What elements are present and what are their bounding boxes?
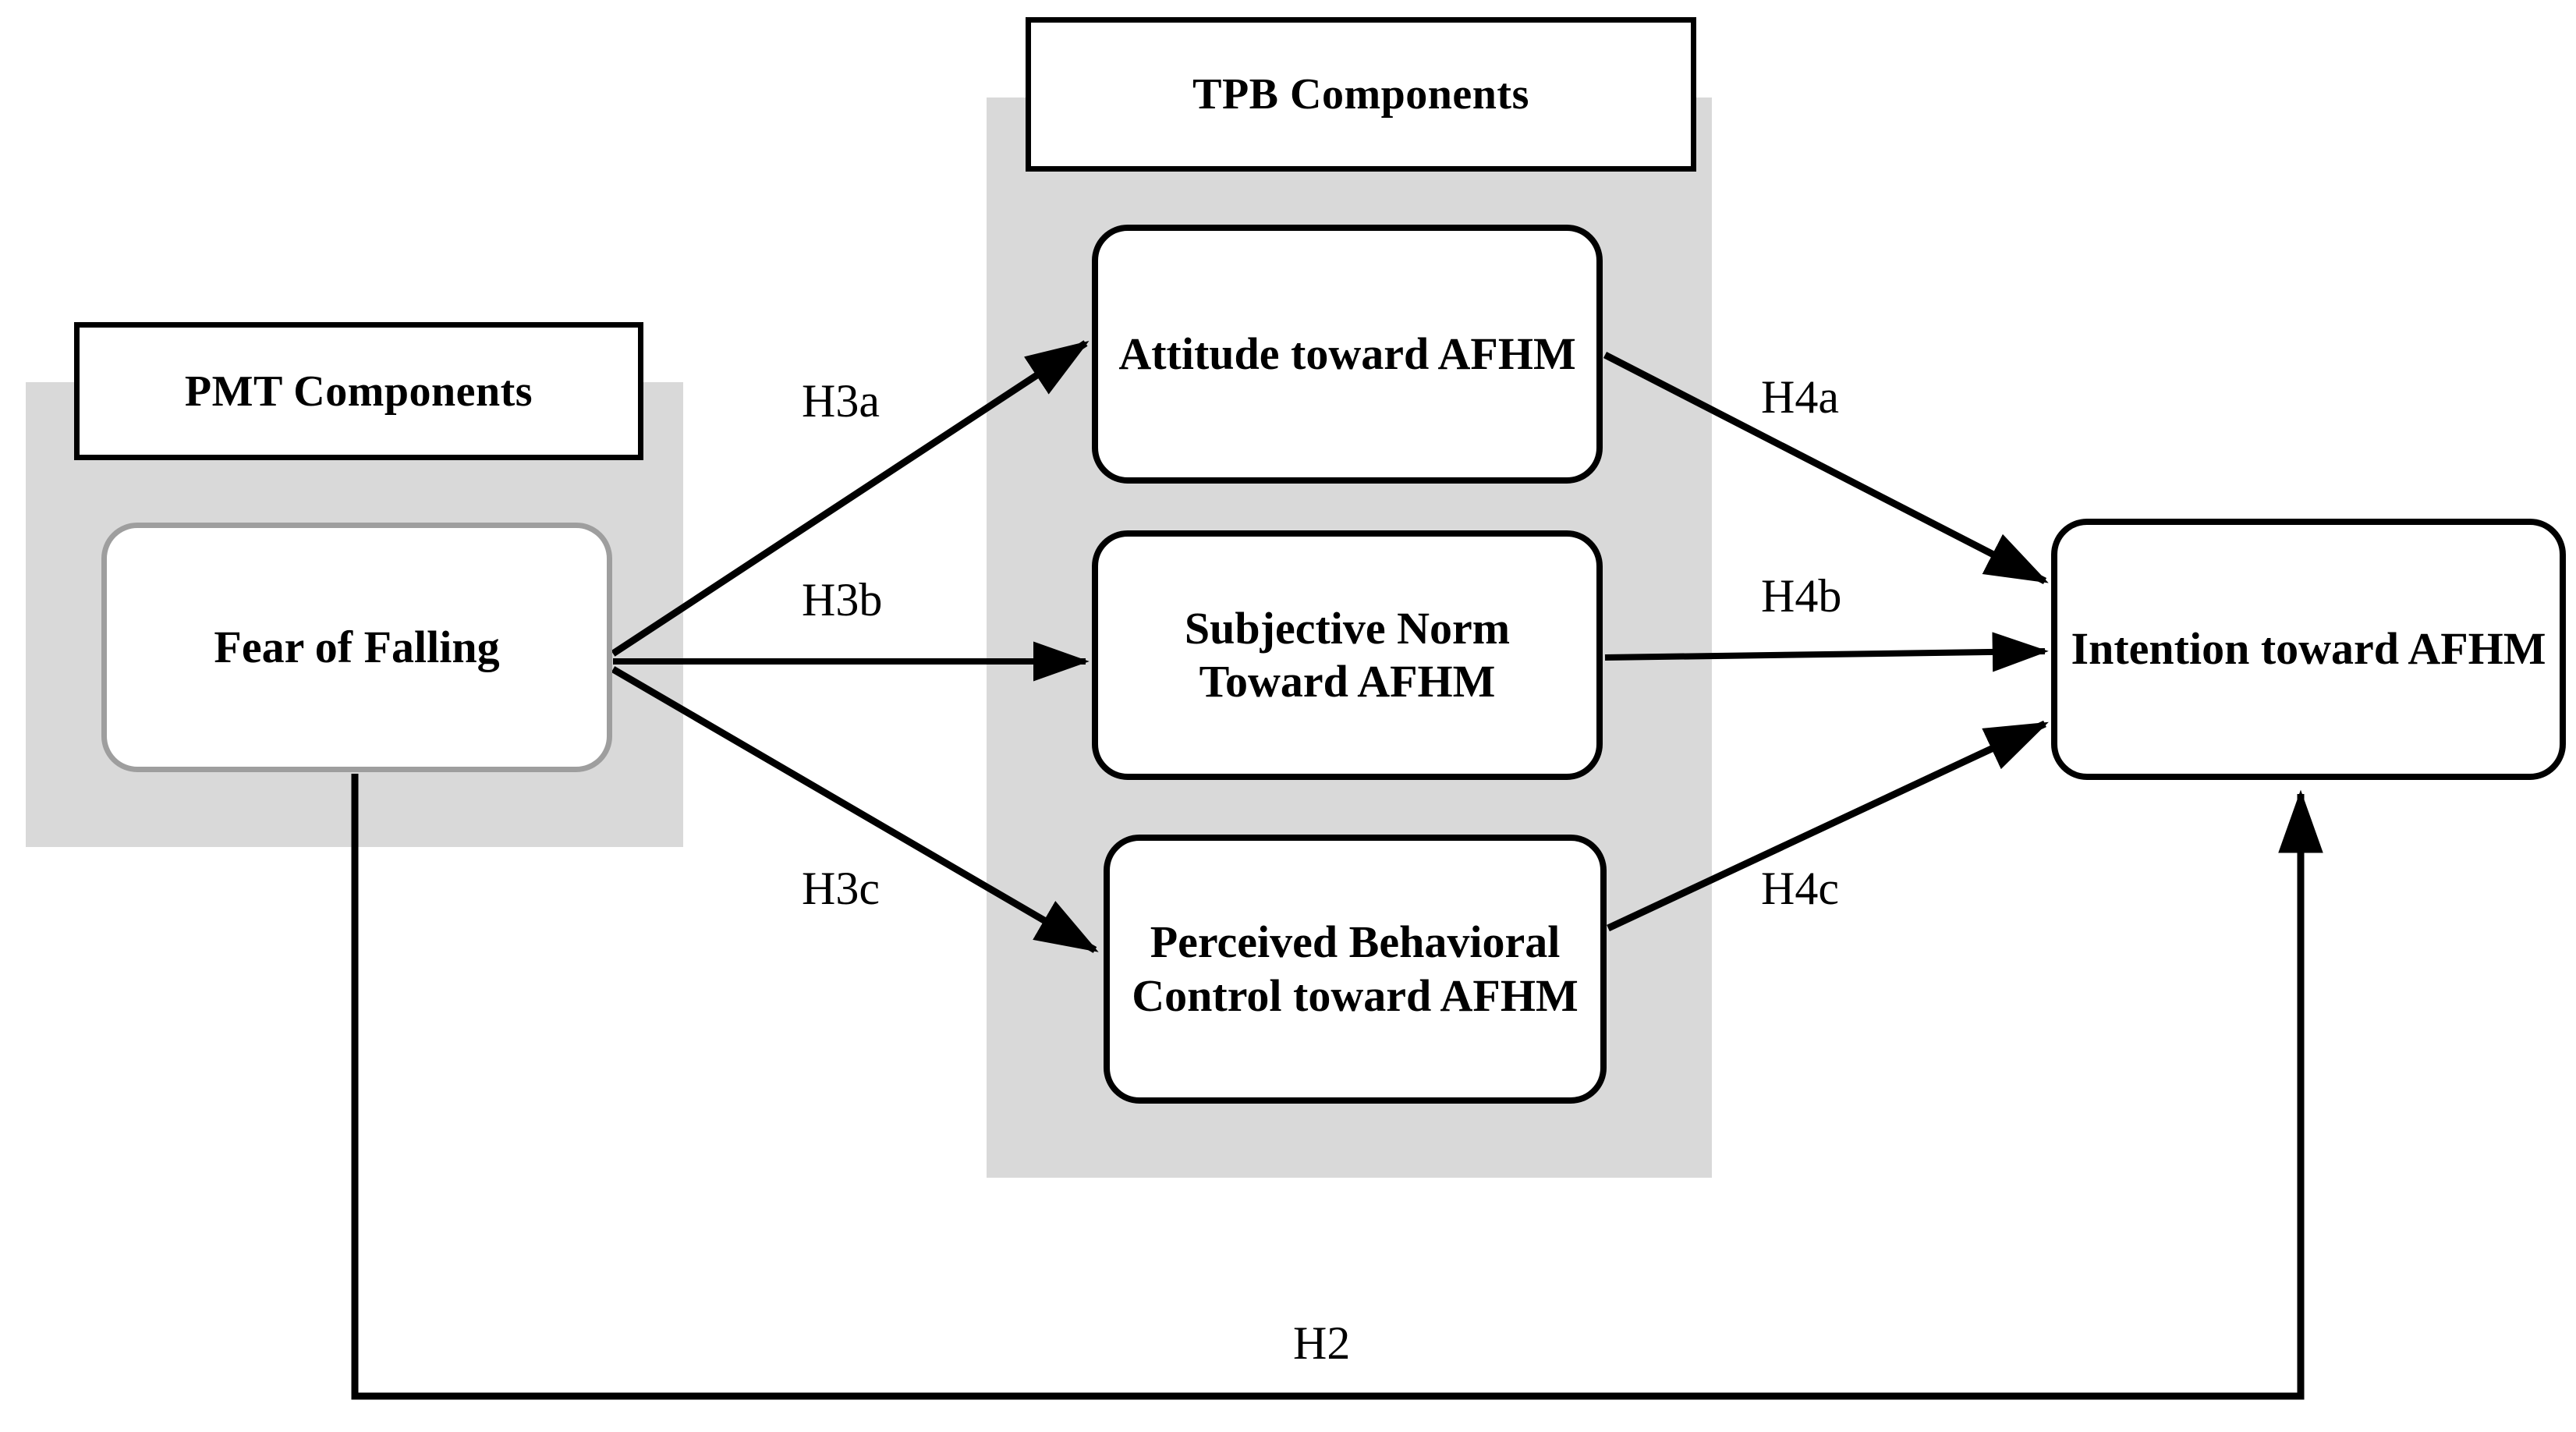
edge-label-h3a: H3a — [802, 375, 880, 427]
node-perceived-behavioral-control-toward-afhm[interactable]: Perceived Behavioral Control toward AFHM — [1104, 835, 1607, 1104]
edge-label-h3b: H3b — [802, 574, 883, 626]
edge-label-h3c: H3c — [802, 863, 880, 914]
node-perceived-behavioral-control-toward-afhm-label: Perceived Behavioral Control toward AFHM — [1132, 916, 1579, 1021]
pmt-group-header: PMT Components — [74, 322, 643, 460]
edge-label-h4c: H4c — [1761, 863, 1839, 914]
edge-label-h4b: H4b — [1761, 570, 1842, 622]
node-subjective-norm-toward-afhm[interactable]: Subjective Norm Toward AFHM — [1092, 530, 1603, 780]
edge-label-h2: H2 — [1293, 1317, 1351, 1369]
node-fear-of-falling-label: Fear of Falling — [214, 621, 500, 672]
node-intention-toward-afhm[interactable]: Intention toward AFHM — [2051, 519, 2566, 780]
pmt-group-header-label: PMT Components — [184, 367, 533, 416]
tpb-group-header-label: TPB Components — [1192, 70, 1529, 119]
edge-label-h4a: H4a — [1761, 371, 1839, 423]
node-intention-toward-afhm-label: Intention toward AFHM — [2071, 623, 2546, 675]
node-attitude-toward-afhm[interactable]: Attitude toward AFHM — [1092, 225, 1603, 484]
tpb-group-header: TPB Components — [1026, 17, 1696, 172]
node-attitude-toward-afhm-label: Attitude toward AFHM — [1118, 328, 1576, 379]
node-subjective-norm-toward-afhm-label: Subjective Norm Toward AFHM — [1184, 602, 1511, 707]
node-fear-of-falling[interactable]: Fear of Falling — [101, 523, 612, 772]
